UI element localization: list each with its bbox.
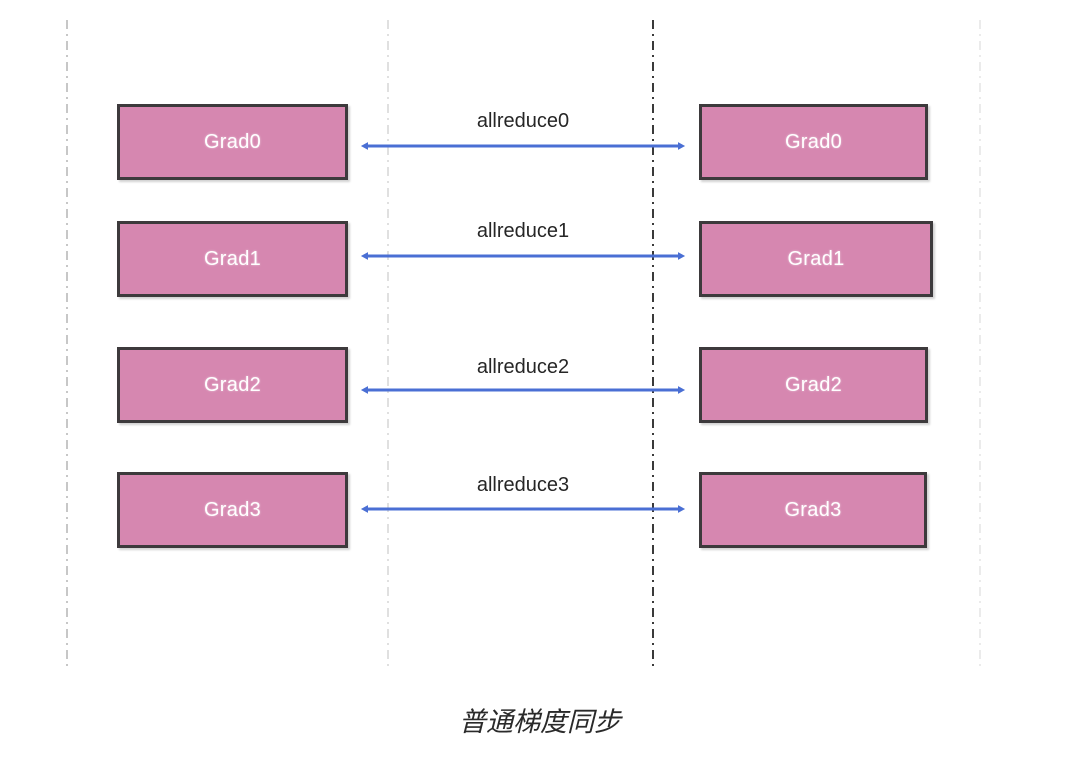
allreduce-arrow-label-1: allreduce1 (476, 220, 570, 242)
allreduce-arrow-label-0: allreduce0 (476, 110, 570, 132)
left-grad-box-1[interactable]: Grad1 (117, 221, 348, 297)
right-grad-box-2[interactable]: Grad2 (699, 347, 928, 423)
allreduce-arrow-label-3: allreduce3 (476, 474, 570, 496)
left-grad-box-label-1: Grad1 (203, 247, 262, 270)
left-grad-box-label-3: Grad3 (203, 498, 262, 521)
right-grad-box-3[interactable]: Grad3 (699, 472, 927, 548)
left-grad-box-label-0: Grad0 (203, 130, 262, 153)
left-grad-box-label-2: Grad2 (203, 373, 262, 396)
right-grad-box-label-2: Grad2 (784, 373, 843, 396)
right-grad-box-0[interactable]: Grad0 (699, 104, 928, 180)
allreduce-arrow-label-2: allreduce2 (476, 356, 570, 378)
right-grad-box-1[interactable]: Grad1 (699, 221, 933, 297)
right-grad-box-label-3: Grad3 (784, 498, 842, 521)
figure-caption: 普通梯度同步 (459, 707, 621, 737)
right-grad-box-label-0: Grad0 (784, 130, 843, 153)
right-grad-box-label-1: Grad1 (787, 247, 845, 270)
left-grad-box-0[interactable]: Grad0 (117, 104, 348, 180)
left-grad-box-2[interactable]: Grad2 (117, 347, 348, 423)
left-grad-box-3[interactable]: Grad3 (117, 472, 348, 548)
